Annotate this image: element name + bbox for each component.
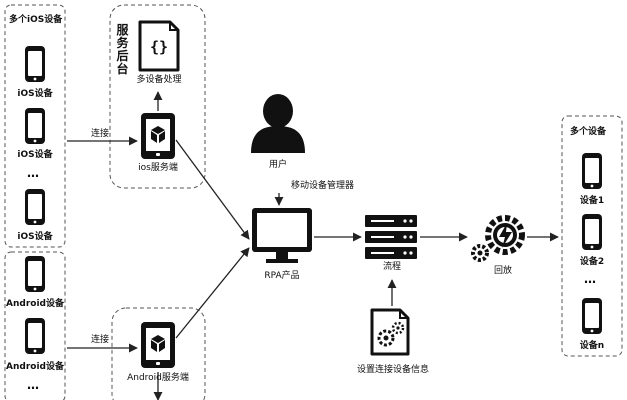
connect-label-top: 连接: [90, 129, 110, 139]
connect-label-bottom: 连接: [90, 335, 110, 345]
target-group-title: 多个设备: [570, 127, 607, 137]
settings-label: 设置连接设备信息: [356, 365, 430, 375]
target-device-label: 设备2: [579, 257, 605, 267]
ios-device-icon: [25, 46, 45, 82]
multi-device-processing-label: 多设备处理: [136, 75, 182, 85]
ios-device-label: iOS设备: [17, 150, 53, 160]
arrow-ios-to-rpa: [175, 139, 250, 240]
rpa-product-label: RPA产品: [264, 271, 300, 281]
ios-device-icon: [25, 108, 45, 144]
ios-server-icon: [141, 113, 175, 159]
android-device-label: Android设备: [6, 299, 64, 309]
flow-label: 流程: [382, 262, 402, 272]
android-server-label: Android服务端: [127, 373, 189, 383]
ios-device-label: iOS设备: [17, 89, 53, 99]
code-document-icon: {}: [138, 20, 180, 72]
ios-device-label: iOS设备: [17, 232, 53, 242]
ellipsis: …: [27, 166, 39, 180]
android-device-label: Android设备: [6, 362, 64, 372]
android-device-icon: [25, 256, 45, 292]
arrow-android-to-rpa: [175, 247, 250, 339]
settings-document-icon: [370, 308, 410, 356]
backend-title: 服务后台: [116, 23, 129, 76]
ios-device-icon: [25, 189, 45, 225]
ios-devices-group: [4, 4, 66, 248]
playback-label: 回放: [493, 266, 513, 276]
ios-server-label: ios服务端: [138, 163, 178, 173]
android-server-icon: [141, 322, 175, 368]
android-server-group: [111, 307, 206, 400]
target-device-label: 设备n: [579, 341, 605, 351]
svg-text:{}: {}: [150, 38, 168, 56]
android-devices-group: [4, 251, 66, 400]
monitor-icon: [252, 208, 312, 263]
ellipsis: …: [584, 272, 596, 286]
target-devices-group: [561, 115, 623, 357]
target-device-icon: [582, 298, 602, 334]
ios-group-title: 多个iOS设备: [9, 15, 63, 25]
target-device-icon: [582, 153, 602, 189]
mobile-manager-label: 移动设备管理器: [291, 181, 355, 191]
android-device-icon: [25, 318, 45, 354]
target-device-icon: [582, 214, 602, 250]
user-label: 用户: [268, 160, 288, 170]
server-icon: [365, 215, 417, 259]
target-device-label: 设备1: [579, 196, 605, 206]
gear-lightning-icon: [471, 215, 525, 262]
user-icon: [251, 94, 305, 153]
ellipsis: …: [27, 378, 39, 392]
